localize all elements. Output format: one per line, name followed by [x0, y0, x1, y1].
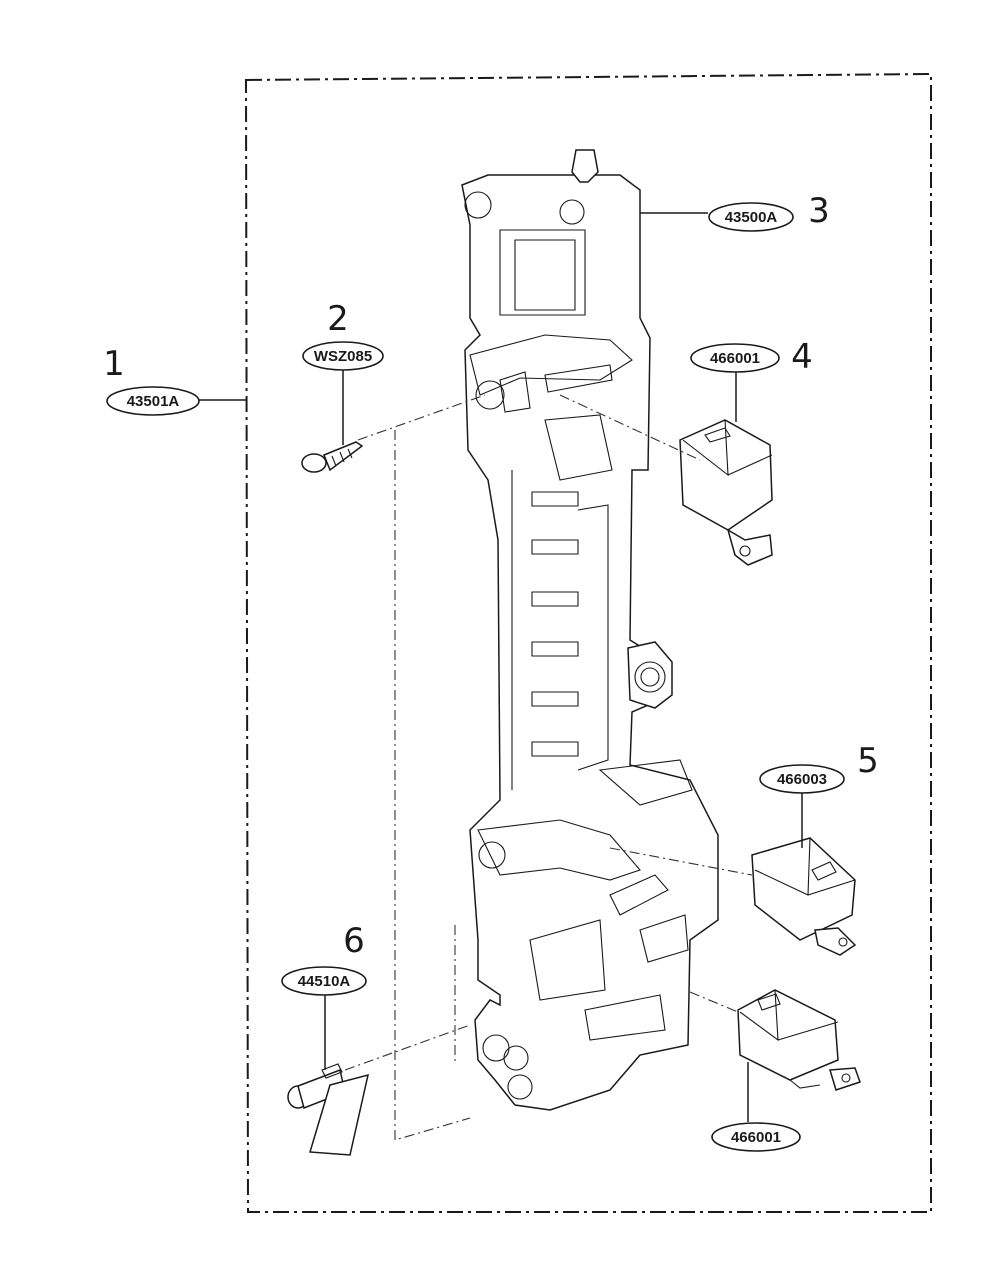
- part-number-label: 44510A: [298, 973, 351, 990]
- switch-upper-part: [679, 419, 773, 566]
- part-number-label: 466001: [731, 1129, 781, 1146]
- part-number-oval: [106, 386, 200, 416]
- part-number-oval: [759, 764, 845, 794]
- switch-lower-part: [737, 989, 861, 1091]
- reference-number: 3: [808, 191, 830, 231]
- part-number-oval: [708, 202, 794, 232]
- switch-middle-part: [751, 837, 857, 956]
- part-number-label: 466001: [710, 350, 760, 367]
- reference-number: 2: [327, 299, 349, 339]
- callout-screw: WSZ085 2: [302, 299, 384, 371]
- leader-lines: [198, 212, 803, 1122]
- callout-switch-lower: 466001: [711, 1122, 801, 1152]
- part-number-label: 466003: [777, 771, 827, 788]
- callout-switch-middle: 466003 5: [759, 741, 879, 794]
- callout-switch-upper: 466001 4: [690, 337, 813, 377]
- callout-latch-board: 43500A 3: [708, 191, 830, 232]
- part-number-oval: [302, 341, 384, 371]
- callout-lever: 44510A 6: [281, 921, 367, 996]
- callout-assembly: 43501A 1: [103, 344, 200, 416]
- reference-number: 4: [791, 337, 813, 377]
- part-number-oval: [281, 966, 367, 996]
- reference-number: 5: [857, 741, 879, 781]
- part-number-oval: [690, 343, 780, 373]
- lever-part: [287, 1063, 370, 1156]
- reference-number: 1: [103, 344, 125, 384]
- reference-number: 6: [343, 921, 365, 961]
- assembly-lines: [344, 394, 753, 1141]
- part-number-oval: [711, 1122, 801, 1152]
- part-number-label: 43501A: [127, 393, 180, 410]
- screw-part: [301, 441, 364, 473]
- latch-board-body: [461, 149, 719, 1111]
- part-number-label: WSZ085: [314, 348, 372, 365]
- assembly-frame: [244, 72, 932, 1213]
- part-number-label: 43500A: [725, 209, 778, 226]
